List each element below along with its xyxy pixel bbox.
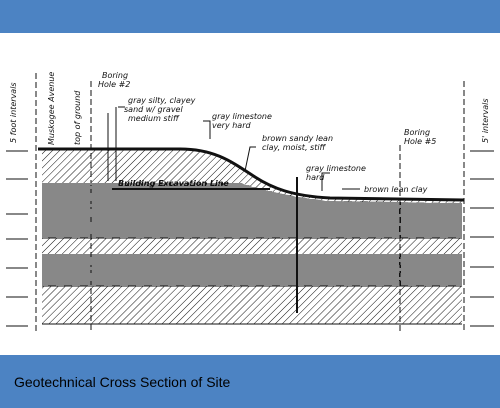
label-gray-limestone-2: gray limestone hard — [306, 164, 368, 182]
layer-gray-limestone-upper — [42, 183, 462, 238]
annotations: 5 foot intervals 5' intervals Muskogee A… — [9, 71, 490, 194]
soil-layers — [38, 147, 465, 325]
layer-gray-limestone-middle — [42, 254, 462, 286]
label-boring-hole-2: Boring Hole #2 — [98, 71, 131, 89]
label-brown-lean-clay: brown lean clay — [364, 185, 428, 194]
label-top-of-ground: top of ground — [73, 90, 82, 145]
label-gray-limestone-1: gray limestone very hard — [212, 112, 274, 130]
ground-surface-line — [38, 147, 465, 202]
label-muskogee-avenue: Muskogee Avenue — [47, 72, 56, 145]
layer-brown-lean-clay — [42, 238, 462, 254]
slide-caption: Geotechnical Cross Section of Site — [14, 374, 231, 390]
label-building-excavation-line: Building Excavation Line — [118, 179, 229, 188]
right-interval-ticks — [470, 150, 494, 327]
label-boring-hole-5: Boring Hole #5 — [404, 128, 436, 146]
label-gray-silty-clay: gray silty, clayey sand w/ gravel medium… — [124, 96, 198, 123]
label-left-interval: 5 foot intervals — [9, 82, 18, 143]
cross-section-drawing: 5 foot intervals 5' intervals Muskogee A… — [0, 33, 500, 355]
label-right-interval: 5' intervals — [481, 99, 490, 144]
caption-banner: Geotechnical Cross Section of Site — [0, 355, 500, 408]
boring-lines — [35, 73, 465, 333]
label-brown-sandy-lean: brown sandy lean clay, moist, stiff — [262, 134, 336, 152]
leader-lines — [115, 106, 360, 191]
layer-brown-sandy-lean-clay — [42, 286, 462, 324]
top-banner — [0, 0, 500, 33]
left-interval-ticks — [6, 150, 28, 327]
